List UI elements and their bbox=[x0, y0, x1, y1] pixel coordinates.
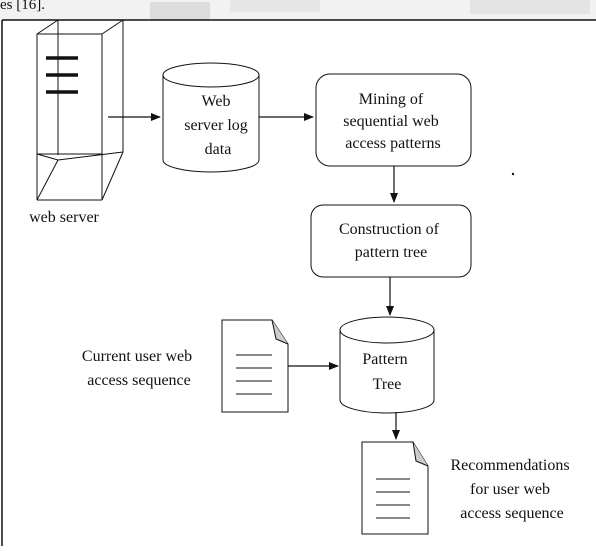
log-data-label: Web server log data bbox=[184, 93, 252, 158]
construction-label: Construction of pattern tree bbox=[339, 221, 443, 261]
web-server-label: web server bbox=[29, 209, 99, 226]
recommendations-document-icon bbox=[361, 441, 429, 535]
current-user-document-icon bbox=[221, 319, 289, 413]
pattern-tree-label: Pattern Tree bbox=[362, 351, 411, 393]
current-user-label: Current user web access sequence bbox=[82, 348, 196, 389]
log-data-cylinder bbox=[162, 62, 260, 173]
header-strip: es [16]. bbox=[0, 0, 596, 20]
mining-label: Mining of sequential web access patterns bbox=[343, 91, 443, 152]
pattern-tree-cylinder bbox=[339, 316, 435, 414]
stray-dot bbox=[511, 172, 515, 176]
construction-box bbox=[310, 204, 472, 278]
recommendations-label: Recommendations for user web access sequ… bbox=[450, 457, 573, 522]
web-server-icon bbox=[36, 19, 124, 201]
caption-fragment: es [16]. bbox=[0, 0, 45, 13]
